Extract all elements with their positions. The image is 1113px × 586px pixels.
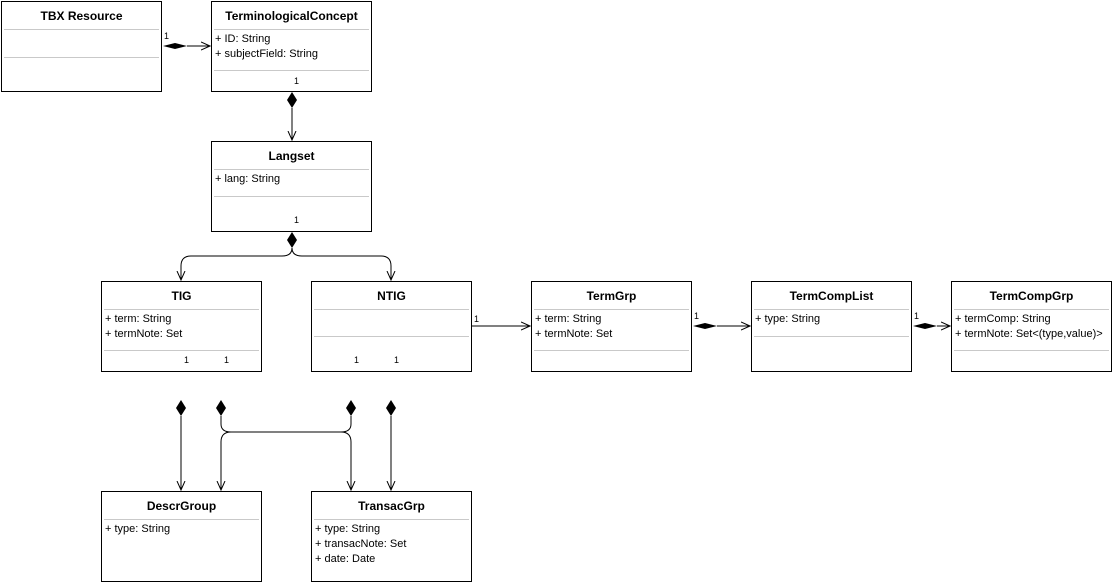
multiplicity-label: 1 — [914, 311, 920, 321]
class-ntig[interactable]: NTIG — [311, 281, 472, 372]
attribute-transac-note: + transacNote: Set — [315, 538, 407, 550]
composition-diamond — [287, 92, 297, 108]
class-name: TermGrp — [586, 288, 637, 303]
class-terminological-concept[interactable]: TerminologicalConcept + ID: String + sub… — [211, 1, 372, 92]
attribute-date: + date: Date — [315, 553, 376, 565]
class-descrgroup[interactable]: DescrGroup + type: String — [101, 491, 262, 582]
assoc-ntig-transacgrp — [386, 400, 396, 490]
attribute-id: + ID: String — [215, 33, 271, 45]
divider — [214, 169, 369, 170]
divider — [954, 309, 1109, 310]
multiplicity-label: 1 — [394, 355, 400, 365]
class-name: TransacGrp — [358, 498, 425, 513]
attribute-term-comp: + termComp: String — [955, 313, 1051, 325]
assoc-termgrp-termcomplist — [693, 323, 750, 329]
attribute-term: + term: String — [105, 313, 172, 325]
divider — [104, 350, 259, 351]
class-name: TermCompGrp — [989, 288, 1074, 303]
divider — [214, 70, 369, 71]
composition-diamond — [163, 43, 187, 49]
multiplicity-label: 1 — [354, 355, 360, 365]
multiplicity-label: 1 — [474, 314, 480, 324]
class-name: TerminologicalConcept — [225, 8, 358, 23]
divider — [534, 309, 689, 310]
multiplicity-label: 1 — [294, 76, 300, 86]
assoc-tig-descrgroup — [176, 400, 186, 490]
divider — [534, 350, 689, 351]
class-name: TBX Resource — [40, 8, 123, 23]
attribute-term-note: + termNote: Set — [105, 328, 183, 340]
class-termgrp[interactable]: TermGrp + term: String + termNote: Set — [531, 281, 692, 372]
assoc-tbx-concept — [163, 43, 210, 49]
divider — [754, 309, 909, 310]
assoc-concept-langset — [287, 92, 297, 140]
divider — [314, 336, 469, 337]
attribute-lang: + lang: String — [215, 173, 281, 185]
composition-diamond — [913, 323, 937, 329]
multiplicity-label: 1 — [184, 355, 190, 365]
multiplicity-label: 1 — [694, 311, 700, 321]
multiplicity-label: 1 — [224, 355, 230, 365]
connector-line — [220, 416, 351, 490]
assoc-ntig-descrgroup — [221, 400, 356, 490]
composition-diamond — [346, 400, 356, 416]
class-langset[interactable]: Langset + lang: String — [211, 141, 372, 232]
connector-line-ntig — [291, 247, 391, 280]
composition-diamond — [216, 400, 226, 416]
attribute-type: + type: String — [105, 523, 171, 535]
composition-diamond — [693, 323, 717, 329]
class-name: TermCompList — [789, 288, 874, 303]
divider — [214, 196, 369, 197]
composition-diamond — [386, 400, 396, 416]
multiplicity-label: 1 — [294, 215, 300, 225]
divider — [214, 29, 369, 30]
divider — [314, 309, 469, 310]
divider — [104, 309, 259, 310]
class-name: TIG — [171, 288, 192, 303]
class-name: Langset — [268, 148, 315, 163]
divider — [104, 519, 259, 520]
class-termcompgrp[interactable]: TermCompGrp + termComp: String + termNot… — [951, 281, 1112, 372]
divider — [754, 336, 909, 337]
connector-line-tig — [181, 247, 293, 280]
attribute-term-note: + termNote: Set<(type,value)> — [955, 328, 1103, 340]
composition-diamond — [287, 232, 297, 248]
composition-diamond — [176, 400, 186, 416]
class-tbx-resource[interactable]: TBX Resource — [1, 1, 162, 92]
assoc-termcomplist-termcompgrp — [913, 323, 950, 329]
class-tig[interactable]: TIG + term: String + termNote: Set — [101, 281, 262, 372]
divider — [314, 519, 469, 520]
attribute-type: + type: String — [315, 523, 381, 535]
class-name: DescrGroup — [146, 498, 217, 513]
class-transacgrp[interactable]: TransacGrp + type: String + transacNote:… — [311, 491, 472, 582]
assoc-tig-transacgrp — [216, 400, 351, 490]
assoc-langset-tig-ntig — [181, 232, 391, 280]
class-termcomplist[interactable]: TermCompList + type: String — [751, 281, 912, 372]
class-name: NTIG — [377, 288, 406, 303]
attribute-subject-field: + subjectField: String — [215, 48, 319, 60]
attribute-term: + term: String — [535, 313, 602, 325]
attribute-type: + type: String — [755, 313, 821, 325]
multiplicity-label: 1 — [164, 31, 170, 41]
connector-line — [221, 416, 352, 490]
divider — [954, 350, 1109, 351]
divider — [4, 57, 159, 58]
attribute-term-note: + termNote: Set — [535, 328, 613, 340]
divider — [4, 29, 159, 30]
